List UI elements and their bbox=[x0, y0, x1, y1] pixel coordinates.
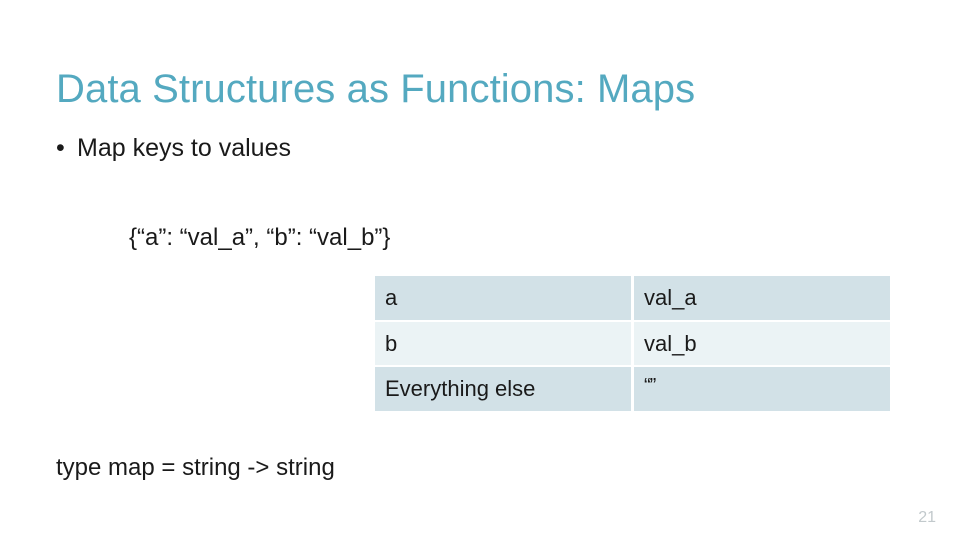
bullet-item-label: Map keys to values bbox=[77, 134, 291, 162]
table-cell-key: Everything else bbox=[375, 365, 634, 411]
map-table: a val_a b val_b Everything else “” bbox=[375, 276, 890, 411]
table-row: b val_b bbox=[375, 320, 890, 366]
bullet-list: • Map keys to values bbox=[56, 131, 896, 165]
list-item: • Map keys to values bbox=[56, 131, 896, 165]
table-cell-value: “” bbox=[632, 365, 890, 411]
page-title: Data Structures as Functions: Maps bbox=[56, 66, 696, 111]
table-cell-value: val_b bbox=[632, 320, 890, 366]
dict-literal-text: {“a”: “val_a”, “b”: “val_b”} bbox=[129, 224, 391, 251]
table-cell-key: a bbox=[375, 276, 634, 321]
bullet-dot-icon: • bbox=[56, 134, 65, 162]
table-row: Everything else “” bbox=[375, 365, 890, 411]
table-cell-value: val_a bbox=[632, 276, 890, 321]
table-cell-key: b bbox=[375, 320, 634, 366]
type-signature-text: type map = string -> string bbox=[56, 454, 335, 481]
table-row: a val_a bbox=[375, 276, 890, 321]
slide-number: 21 bbox=[918, 509, 936, 526]
empty-string-literal: “” bbox=[644, 374, 656, 397]
